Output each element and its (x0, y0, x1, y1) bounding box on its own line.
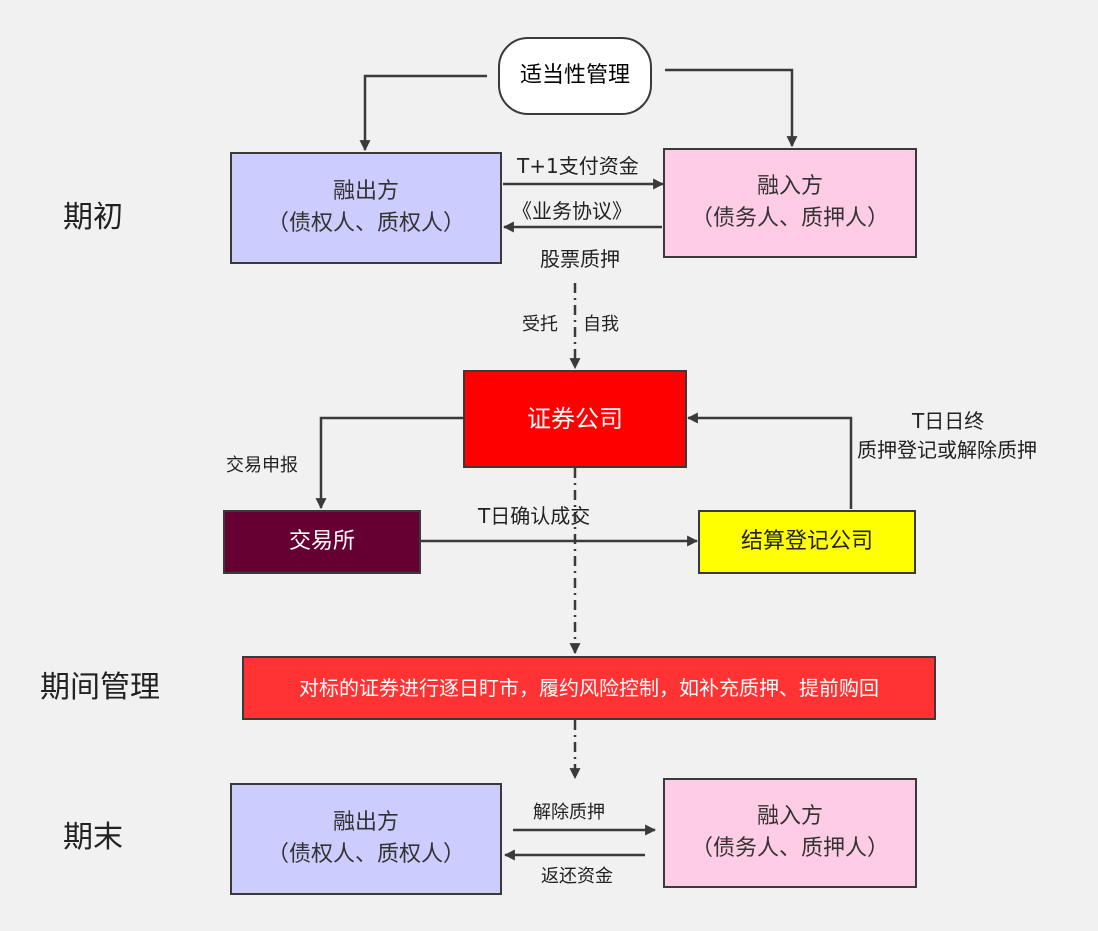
borrower-title: 融入方 (756, 174, 823, 200)
borrower-subtitle: （债务人、质押人） (690, 206, 889, 231)
broker-label: 证券公司 (527, 404, 623, 433)
stage-interim-label: 期间管理 (40, 670, 160, 705)
borrower-title: 融入方 (756, 804, 823, 830)
broker-node: 证券公司 (463, 370, 687, 468)
lender-node-bottom: 融出方 （债权人、质权人） (230, 783, 502, 895)
label-return-funds: 返还资金 (541, 866, 613, 887)
label-entrusted: 受托 (522, 314, 558, 335)
lender-node-top: 融出方 （债权人、质权人） (230, 152, 502, 264)
lender-title: 融出方 (332, 810, 399, 836)
label-pledge-stock: 股票质押 (540, 247, 620, 271)
label-t-confirm: T日确认成交 (478, 504, 591, 528)
exchange-node: 交易所 (223, 510, 421, 574)
label-release-pledge: 解除质押 (533, 802, 605, 823)
monitor-node: 对标的证券进行逐日盯市，履约风险控制，如补充质押、提前购回 (242, 656, 936, 720)
suitability-node: 适当性管理 (498, 37, 652, 115)
borrower-subtitle: （债务人、质押人） (690, 836, 889, 861)
label-t-eod: T日日终 (912, 409, 985, 433)
lender-subtitle: （债权人、质权人） (266, 211, 465, 236)
stage-initial-label: 期初 (63, 200, 123, 235)
edge-trade-report (315, 416, 463, 510)
clearing-label: 结算登记公司 (740, 529, 873, 555)
borrower-node-top: 融入方 （债务人、质押人） (663, 148, 917, 258)
stage-final-label: 期末 (63, 820, 123, 855)
lender-title: 融出方 (332, 179, 399, 205)
label-pledge-register: 质押登记或解除质押 (857, 438, 1037, 462)
suitability-label: 适当性管理 (519, 63, 630, 89)
label-trade-report: 交易申报 (226, 455, 298, 476)
borrower-node-bottom: 融入方 （债务人、质押人） (663, 778, 917, 888)
label-t1-funds: T+1支付资金 (517, 154, 639, 178)
lender-subtitle: （债权人、质权人） (266, 842, 465, 867)
exchange-label: 交易所 (288, 529, 355, 555)
monitor-label: 对标的证券进行逐日盯市，履约风险控制，如补充质押、提前购回 (299, 675, 879, 700)
edge-suitability-to-borrower (665, 68, 798, 148)
label-self: 自我 (583, 314, 619, 335)
edge-pledge-register (686, 412, 853, 509)
edge-suitability-to-lender (359, 74, 487, 152)
label-agreement: 《业务协议》 (512, 199, 632, 223)
clearing-node: 结算登记公司 (698, 510, 916, 574)
